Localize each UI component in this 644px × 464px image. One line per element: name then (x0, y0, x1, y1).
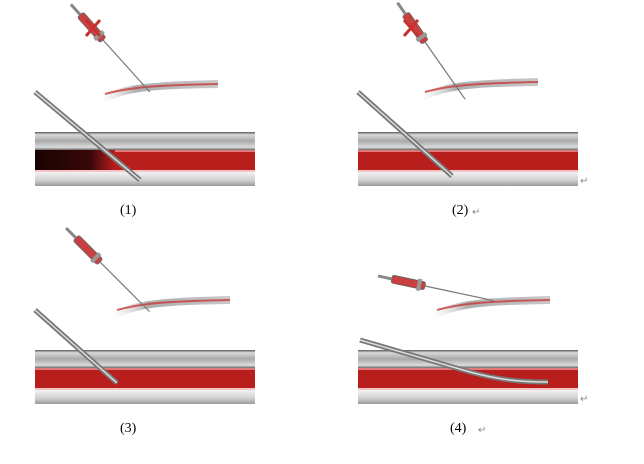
panel-3-caption: (3) (120, 421, 137, 436)
panel-2-return-mark: ↵ (472, 207, 481, 218)
cross-icon (402, 19, 420, 37)
panel-3-illustration (33, 222, 255, 404)
cross-icon (84, 19, 102, 37)
panel-4-return-mark: ↵ (478, 425, 487, 436)
panel-4-illustration (358, 268, 578, 404)
line-end-mark-2: ↵ (580, 394, 589, 405)
line-end-mark-1: ↵ (580, 176, 589, 187)
panel-2-illustration (356, 0, 578, 186)
panel-1-caption: (1) (120, 203, 137, 218)
panel-1-illustration (33, 0, 255, 186)
panel-4-caption: (4) (450, 421, 467, 436)
panel-2-caption: (2) (452, 203, 469, 218)
